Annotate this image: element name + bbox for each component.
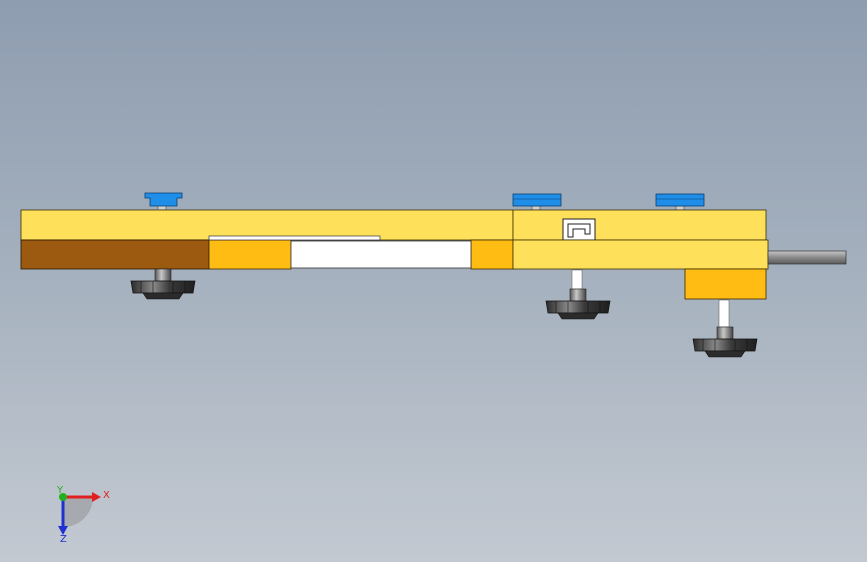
star-knob-icon	[545, 288, 611, 320]
guide-rod	[767, 250, 847, 265]
slot-window	[562, 218, 596, 241]
pin-middle	[571, 269, 583, 290]
y-axis-label: Y	[56, 485, 64, 496]
clamp-pad-left	[144, 192, 183, 211]
clamp-pad-middle	[512, 193, 562, 211]
pin-right	[718, 299, 730, 328]
star-knob-icon	[130, 268, 196, 300]
star-knob-icon	[692, 326, 758, 358]
support-block	[684, 268, 767, 300]
axis-triad-icon	[58, 492, 101, 535]
insert-plate	[208, 235, 472, 269]
rail-upper	[20, 209, 767, 241]
x-axis-label: X	[103, 490, 110, 501]
clamp-pad-right	[655, 193, 705, 211]
rail-lower	[20, 239, 769, 270]
z-axis-label: Z	[60, 534, 67, 545]
